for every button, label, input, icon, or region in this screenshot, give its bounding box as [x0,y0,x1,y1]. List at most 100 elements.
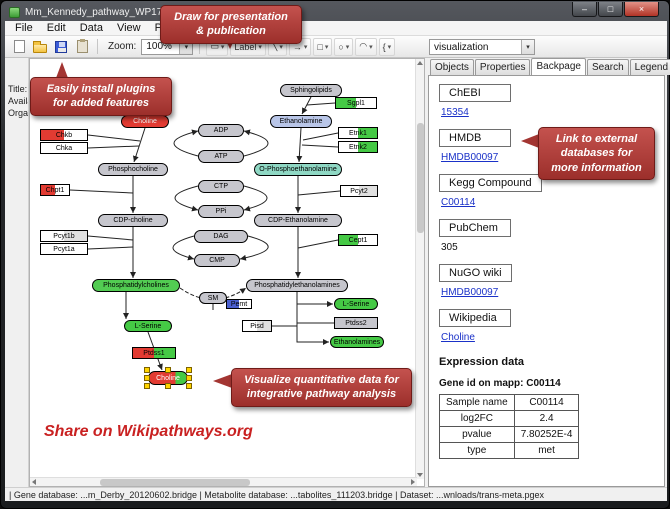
pathway-node-cdp-choline[interactable]: CDP-choline [98,214,168,227]
pathway-node-pisd[interactable]: Pisd [242,320,272,332]
arc-tool[interactable]: ◠▾ [355,37,377,56]
open-folder-icon [33,40,47,53]
menu-file[interactable]: File [15,22,33,34]
pathway-node-l-serine[interactable]: L-Serine [124,320,172,332]
pathway-node-ptdss2[interactable]: Ptdss2 [334,317,378,329]
paste-icon [76,39,88,53]
tab-objects[interactable]: Objects [430,59,474,75]
pathway-node-l-serine[interactable]: L-Serine [334,298,378,310]
title-bar[interactable]: Mm_Kennedy_pathway_WP1771_45176.gpi [9,5,549,20]
scroll-left-icon[interactable] [30,478,39,486]
drawing-tools: ▭▾Label▾╲▾→▾□▾○▾◠▾{▾ [206,37,396,56]
brace-tool[interactable]: {▾ [378,37,396,56]
pathway-node-sm[interactable]: SM [199,292,227,304]
pathway-node-ethanolamines[interactable]: Ethanolamines [330,336,384,348]
pathway-node-choline[interactable]: Choline [121,115,169,128]
expression-cell: 2.4 [513,410,580,427]
pathway-node-chka[interactable]: Chka [40,142,88,154]
chevron-down-icon: ▾ [279,43,283,51]
pathway-node-o-phosphoethanolamine[interactable]: O-Phosphoethanolamine [254,163,342,176]
expression-cell: type [439,442,515,459]
main-area: Title:AvailaOrgani [5,58,670,487]
app-icon [9,7,20,18]
horizontal-scrollbar[interactable] [30,477,417,486]
pathway-node-cdp-ethanolamine[interactable]: CDP-Ethanolamine [254,214,342,227]
backpage-header-nugo-wiki: NuGO wiki [439,264,512,282]
selection-handle[interactable] [186,367,192,373]
close-button[interactable]: × [624,2,659,17]
horizontal-scrollbar-thumb[interactable] [100,479,250,486]
pathway-node-etnk1[interactable]: Etnk1 [338,127,378,139]
status-bar: | Gene database: ...m_Derby_20120602.bri… [5,487,667,501]
callout-visualize-pointer [213,374,232,388]
pathway-node-chkb[interactable]: Chkb [40,129,88,141]
pathway-node-chpt1[interactable]: Chpt1 [40,184,70,196]
selection-handle[interactable] [165,367,171,373]
tab-backpage[interactable]: Backpage [531,58,586,75]
pathway-node-phosphocholine[interactable]: Phosphocholine [98,163,168,176]
pathway-node-pcyt1b[interactable]: Pcyt1b [40,230,88,242]
selection-handle[interactable] [165,383,171,389]
pathway-node-sgpl1[interactable]: Sgpl1 [335,97,377,109]
vertical-scrollbar-thumb[interactable] [417,123,424,233]
pathway-node-pcyt2[interactable]: Pcyt2 [340,185,378,197]
pathway-node-cept1[interactable]: Cept1 [338,234,378,246]
external-db-link[interactable]: Choline [441,332,475,343]
datanode-tool-icon: ▭ [210,41,219,51]
tab-search[interactable]: Search [586,59,629,75]
selection-handle[interactable] [144,367,150,373]
pathway-node-phosphatidylethanolamines[interactable]: Phosphatidylethanolamines [246,279,348,292]
pathway-node-pemt[interactable]: Pemt [226,299,252,309]
save-icon [55,40,67,53]
open-button[interactable] [31,38,49,56]
left-panel-label: Availa [8,96,28,106]
selection-handle[interactable] [144,383,150,389]
pathway-node-atp[interactable]: ATP [198,150,244,163]
rect-tool-icon: □ [317,41,323,52]
zoom-label: Zoom: [108,41,137,52]
selection-handle[interactable] [186,375,192,381]
maximize-button[interactable]: □ [598,2,623,17]
vertical-scrollbar[interactable] [415,59,424,479]
pathway-node-etnk2[interactable]: Etnk2 [338,141,378,153]
save-button[interactable] [52,38,70,56]
external-db-link[interactable]: HMDB00097 [441,152,499,163]
chevron-down-icon[interactable]: ▾ [521,40,534,54]
tab-properties[interactable]: Properties [474,59,531,75]
pathway-node-ctp[interactable]: CTP [198,180,244,193]
external-db-link[interactable]: 15354 [441,107,469,118]
new-file-button[interactable] [10,38,28,56]
pathway-node-cmp[interactable]: CMP [194,254,240,267]
rect-tool[interactable]: □▾ [313,37,333,56]
external-db-link[interactable]: C00114 [441,197,476,208]
callout-plugins: Easily install plugins for added feature… [30,77,172,116]
minimize-button[interactable]: – [572,2,597,17]
visualization-select[interactable]: visualization ▾ [429,39,535,55]
pathway-node-sphingolipids[interactable]: Sphingolipids [280,84,342,97]
scroll-down-icon[interactable] [416,470,424,479]
scroll-right-icon[interactable] [408,478,417,486]
menu-edit[interactable]: Edit [46,22,66,34]
scroll-up-icon[interactable] [416,59,424,68]
ellipse-tool[interactable]: ○▾ [334,37,354,56]
backpage-header-kegg-compound: Kegg Compound [439,174,542,192]
paste-button[interactable] [73,38,91,56]
label-tool-icon: Label [234,41,257,52]
pathway-node-ppi[interactable]: PPi [198,205,244,218]
tab-legend[interactable]: Legend [629,59,670,75]
external-db-link[interactable]: HMDB00097 [441,287,499,298]
pathway-node-pcyt1a[interactable]: Pcyt1a [40,243,88,255]
brace-tool-icon: { [382,41,386,52]
selection-handle[interactable] [144,375,150,381]
new-file-icon [13,40,25,53]
pathway-node-dag[interactable]: DAG [194,230,248,243]
menu-data[interactable]: Data [79,22,103,34]
pathway-node-phosphatidylcholines[interactable]: Phosphatidylcholines [92,279,180,292]
pathway-node-adp[interactable]: ADP [198,124,244,137]
expression-cell: log2FC [439,410,515,427]
menu-view[interactable]: View [116,22,141,34]
pathway-node-ptdss1[interactable]: Ptdss1 [132,347,176,359]
pathway-node-ethanolamine[interactable]: Ethanolamine [270,115,332,128]
selection-handle[interactable] [186,383,192,389]
